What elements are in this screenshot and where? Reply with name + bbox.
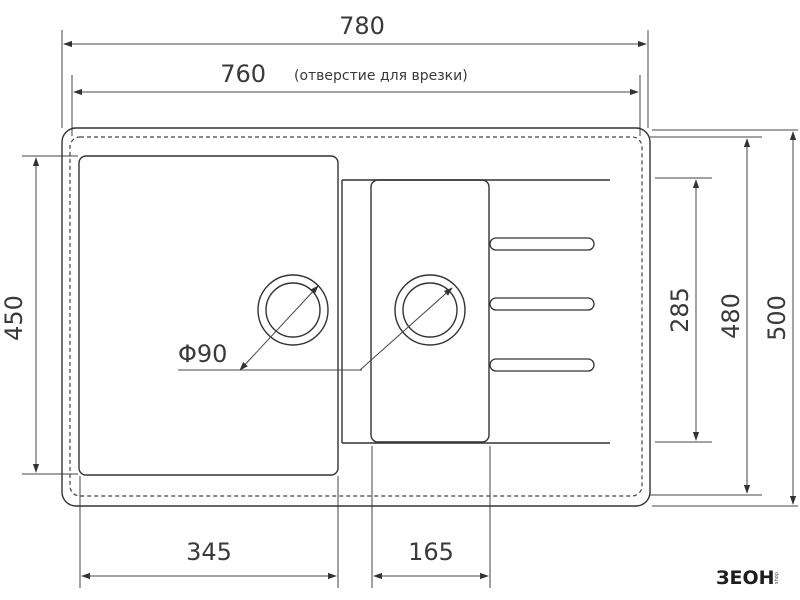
diameter-arrow-small bbox=[359, 287, 453, 371]
dim-label-450: 450 bbox=[0, 295, 28, 341]
diameter-arrow-main bbox=[239, 285, 319, 371]
dim-label-diameter: Φ90 bbox=[178, 340, 227, 368]
dim-label-760: 760 bbox=[220, 60, 266, 88]
dim-label-780: 780 bbox=[339, 12, 385, 40]
dim-label-285: 285 bbox=[666, 287, 694, 333]
drain-slot bbox=[489, 237, 595, 251]
extension-lines bbox=[22, 30, 798, 588]
main-bowl bbox=[78, 155, 339, 476]
drainboard bbox=[341, 179, 610, 444]
sink-outline bbox=[61, 127, 651, 507]
small-bowl bbox=[370, 179, 490, 443]
drain-slot bbox=[489, 358, 595, 372]
drain-slot bbox=[489, 297, 595, 311]
logo-text: ЗЕОН bbox=[716, 567, 775, 589]
cutout-outline bbox=[69, 136, 643, 497]
brand-logo: ЗЕОН shop bbox=[716, 567, 780, 589]
dim-label-cutout-note: (отверстие для врезки) bbox=[294, 68, 468, 84]
dim-label-345: 345 bbox=[186, 538, 232, 566]
dim-label-165: 165 bbox=[408, 538, 454, 566]
drain-hole-small bbox=[394, 274, 466, 346]
logo-side-text: shop bbox=[774, 572, 780, 584]
dim-label-500: 500 bbox=[763, 295, 791, 341]
dim-label-480: 480 bbox=[717, 293, 745, 339]
